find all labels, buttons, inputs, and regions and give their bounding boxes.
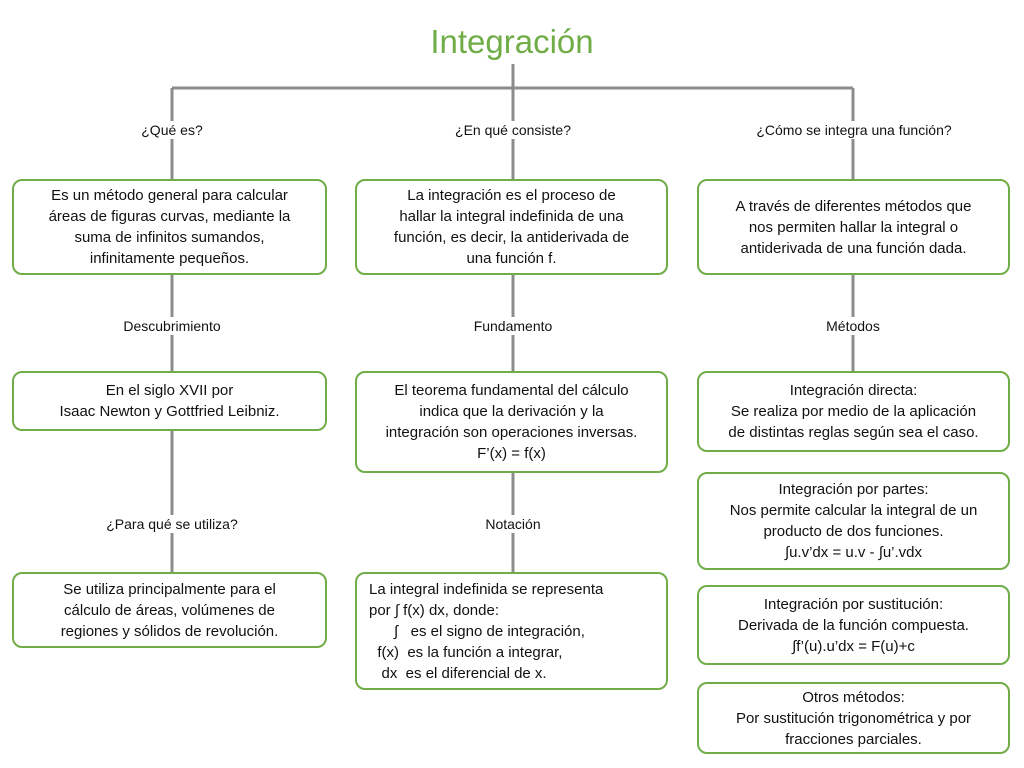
box-line: Se utiliza principalmente para el	[63, 580, 276, 598]
box-line: una función f.	[466, 250, 557, 267]
box-line: Integración por sustitución:	[763, 595, 944, 613]
box-line: Integración por partes:	[778, 481, 929, 498]
box-line: dx es el diferencial de x.	[369, 664, 547, 682]
box-line: hallar la integral indefinida de una	[399, 208, 624, 225]
box-line: La integración es el proceso de	[407, 187, 616, 204]
box-que-es: Es un método general para calcular áreas…	[12, 179, 327, 275]
box-line: por ∫ f(x) dx, donde:	[369, 601, 500, 619]
box-descubrimiento: En el siglo XVII por Isaac Newton y Gott…	[12, 371, 327, 431]
box-line: de distintas reglas según sea el caso.	[728, 424, 979, 441]
box-line: producto de dos funciones.	[763, 523, 944, 540]
box-line: Integración directa:	[789, 382, 918, 399]
box-line: En el siglo XVII por	[105, 382, 234, 399]
box-line: F’(x) = f(x)	[477, 445, 546, 462]
box-line: La integral indefinida se representa	[369, 580, 604, 598]
box-line: infinitamente pequeños.	[89, 250, 250, 267]
box-integracion-directa: Integración directa: Se realiza por medi…	[697, 371, 1010, 452]
box-line: suma de infinitos sumandos,	[74, 229, 265, 246]
box-line: Por sustitución trigonométrica y por	[735, 709, 972, 727]
label-fundamento: Fundamento	[462, 317, 564, 335]
box-line: indica que la derivación y la	[419, 403, 604, 420]
box-fundamento: El teorema fundamental del cálculo indic…	[355, 371, 668, 473]
box-integracion-por-sustitucion: Integración por sustitución: Derivada de…	[697, 585, 1010, 665]
box-line: Nos permite calcular la integral de un	[729, 502, 978, 519]
box-integracion-por-partes: Integración por partes: Nos permite calc…	[697, 472, 1010, 570]
box-line: A través de diferentes métodos que	[735, 197, 972, 215]
box-notacion: La integral indefinida se representa por…	[355, 572, 668, 690]
box-line: Es un método general para calcular	[51, 187, 288, 204]
box-line: El teorema fundamental del cálculo	[394, 382, 629, 399]
box-line: fracciones parciales.	[785, 730, 922, 748]
label-descubrimiento: Descubrimiento	[106, 317, 238, 335]
box-line: cálculo de áreas, volúmenes de	[64, 601, 275, 619]
box-line: Se realiza por medio de la aplicación	[730, 403, 977, 420]
label-para-que: ¿Para qué se utiliza?	[88, 515, 256, 533]
label-como-se-integra: ¿Cómo se integra una función?	[726, 121, 982, 139]
box-line: Otros métodos:	[802, 688, 905, 706]
box-como-se-integra: A través de diferentes métodos que nos p…	[697, 179, 1010, 275]
label-en-que-consiste: ¿En qué consiste?	[434, 121, 592, 139]
box-line: función, es decir, la antiderivada de	[393, 229, 630, 246]
box-line: f(x) es la función a integrar,	[369, 643, 563, 661]
box-line: ∫f’(u).u’dx = F(u)+c	[792, 637, 915, 655]
box-line: antiderivada de una función dada.	[740, 239, 967, 257]
box-line: ∫u.v’dx = u.v - ∫u’.vdx	[784, 544, 923, 561]
label-que-es: ¿Qué es?	[132, 121, 212, 139]
box-line: Isaac Newton y Gottfried Leibniz.	[59, 403, 280, 420]
box-para-que: Se utiliza principalmente para el cálcul…	[12, 572, 327, 648]
box-line: Derivada de la función compuesta.	[738, 616, 969, 634]
box-otros-metodos: Otros métodos: Por sustitución trigonomé…	[697, 682, 1010, 754]
box-line: ∫ es el signo de integración,	[369, 622, 585, 640]
diagram-title: Integración	[430, 23, 594, 60]
box-line: regiones y sólidos de revolución.	[60, 622, 279, 640]
label-metodos: Métodos	[812, 317, 894, 335]
box-line: áreas de figuras curvas, mediante la	[48, 208, 291, 225]
box-line: nos permiten hallar la integral o	[748, 218, 959, 236]
box-en-que-consiste: La integración es el proceso de hallar l…	[355, 179, 668, 275]
label-notacion: Notación	[472, 515, 554, 533]
box-line: integración son operaciones inversas.	[385, 424, 638, 441]
